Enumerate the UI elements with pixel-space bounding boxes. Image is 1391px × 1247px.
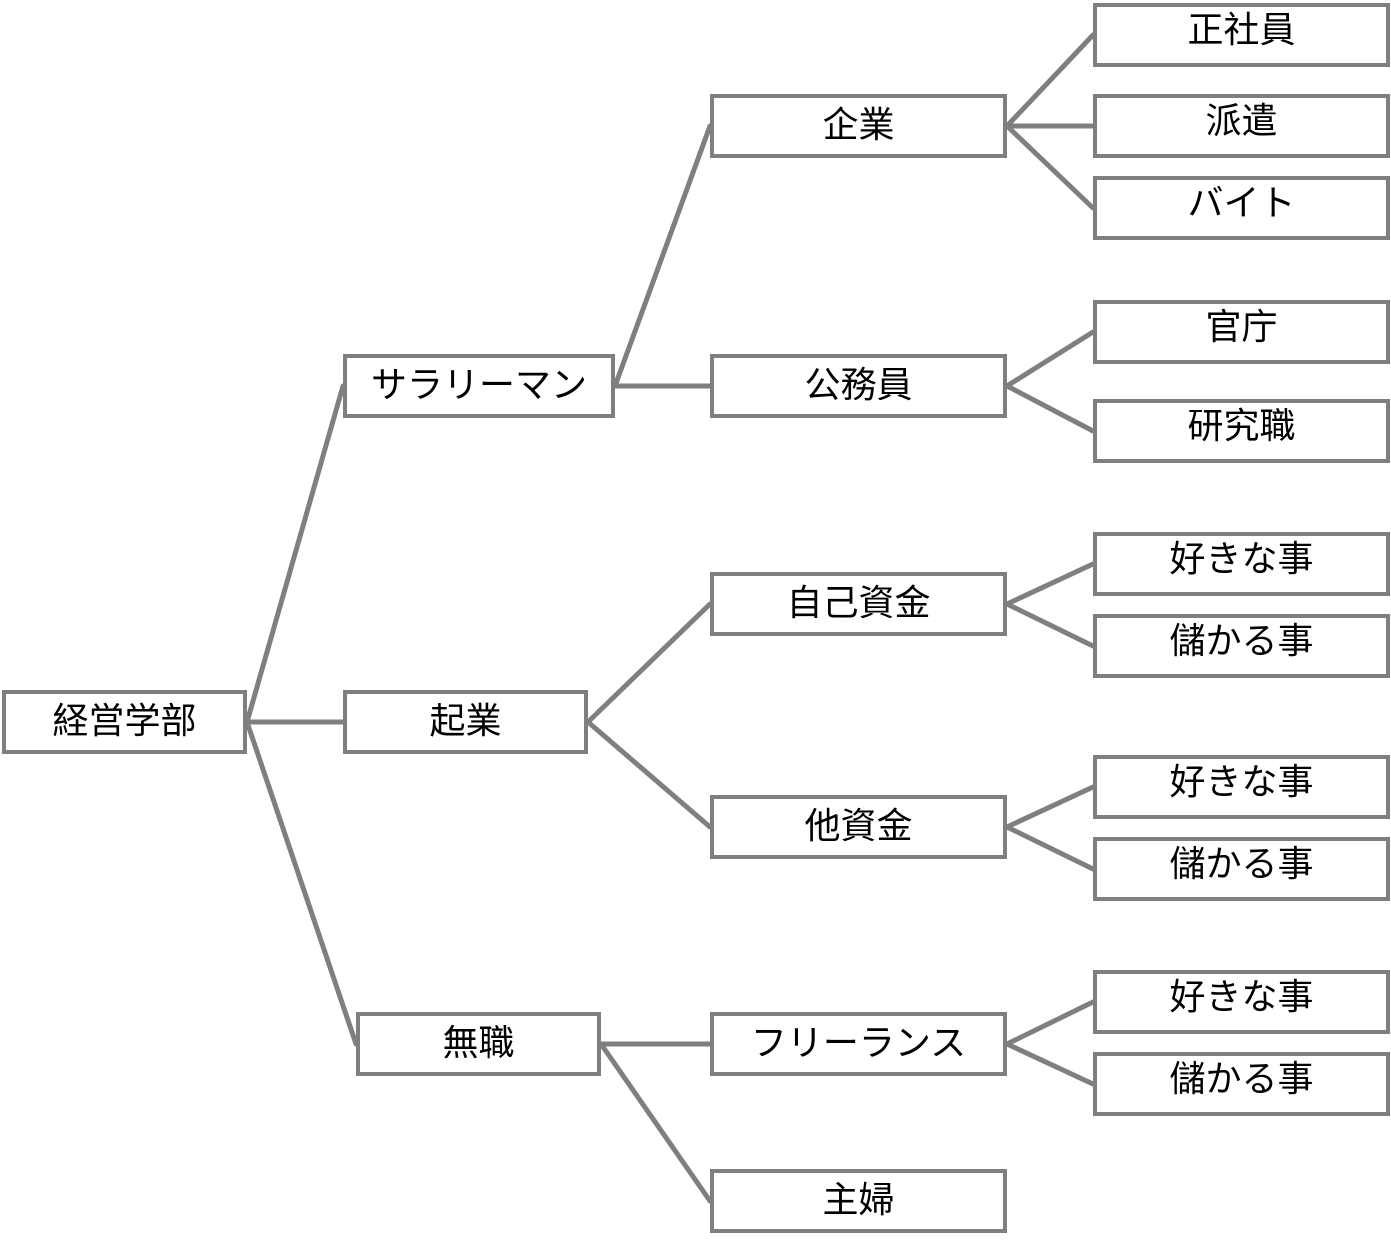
node-profitable-work: 儲かる事 [1093,614,1390,678]
node-unemployed: 無職 [356,1012,601,1076]
connector-root-l1-0 [244,383,346,725]
connector-l2-3-l3-7 [1004,784,1096,830]
node-dispatch: 派遣 [1093,94,1390,158]
node-favorite-work: 好きな事 [1093,755,1390,819]
node-own-funds: 自己資金 [710,572,1007,636]
connector-l2-1-l3-3 [1004,329,1096,389]
node-profitable-work: 儲かる事 [1093,837,1390,901]
connector-l2-0-l3-0 [1004,32,1096,129]
node-startup: 起業 [343,690,588,754]
connector-l2-3-l3-8 [1004,824,1096,872]
connector-root-l1-2 [244,719,359,1047]
node-salaryman: サラリーマン [343,354,615,418]
connector-l2-0-l3-2 [1004,123,1096,211]
node-favorite-work: 好きな事 [1093,970,1390,1034]
connector-l2-2-l3-5 [1004,561,1096,607]
node-homemaker: 主婦 [710,1169,1007,1233]
connector-l1-0-l2-0 [612,123,713,389]
connector-l1-1-l2-3 [585,719,713,830]
connector-l2-1-l3-4 [1004,383,1096,434]
connector-l1-1-l2-2 [585,601,713,725]
node-part-time: バイト [1093,176,1390,240]
node-civil-servant: 公務員 [710,354,1007,418]
node-profitable-work: 儲かる事 [1093,1052,1390,1116]
connector-l2-4-l3-10 [1004,1041,1096,1087]
connector-l1-2-l2-5 [598,1041,713,1204]
node-research: 研究職 [1093,399,1390,463]
node-company: 企業 [710,94,1007,158]
connector-l2-4-l3-9 [1004,999,1096,1047]
node-full-time: 正社員 [1093,3,1390,67]
node-other-funds: 他資金 [710,795,1007,859]
node-favorite-work: 好きな事 [1093,532,1390,596]
node-freelance: フリーランス [710,1012,1007,1076]
node-root: 経営学部 [2,690,247,754]
node-government-office: 官庁 [1093,300,1390,364]
connector-l2-2-l3-6 [1004,601,1096,649]
